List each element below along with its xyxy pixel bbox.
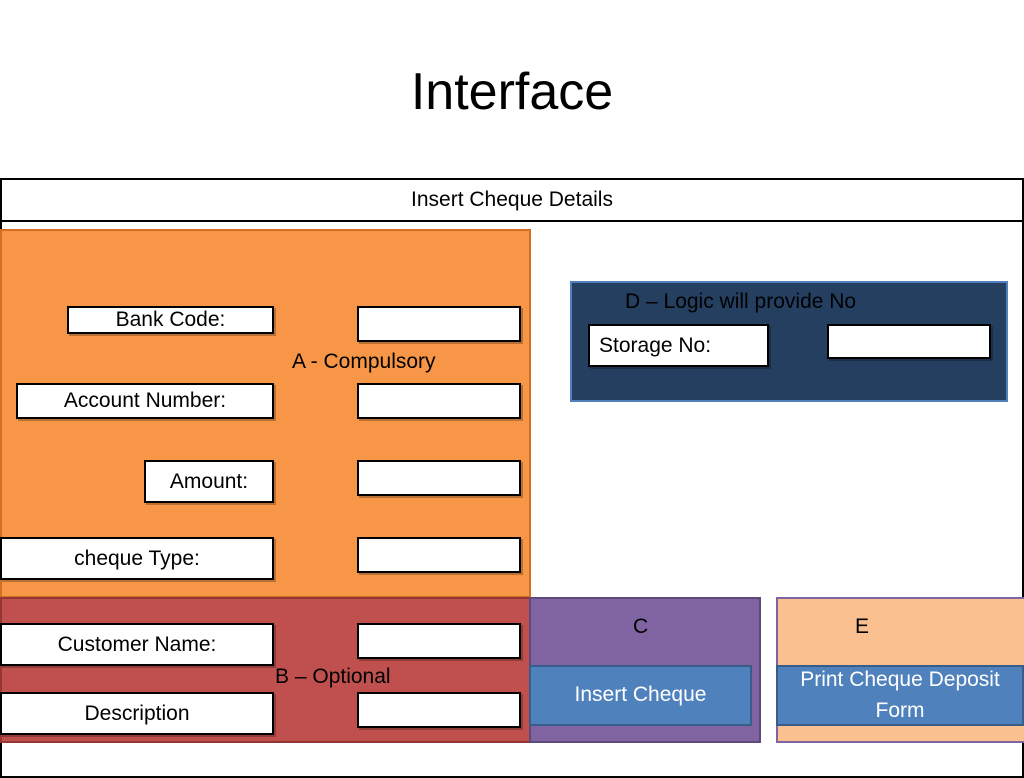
- insert-cheque-button[interactable]: Insert Cheque: [529, 665, 752, 726]
- compulsory-section-label: A - Compulsory: [292, 350, 436, 373]
- form-header: Insert Cheque Details: [0, 178, 1024, 222]
- logic-section-label: D – Logic will provide No: [625, 290, 857, 313]
- description-label: Description: [0, 692, 274, 735]
- cheque-type-input[interactable]: [357, 537, 521, 573]
- bank-code-input[interactable]: [357, 306, 521, 342]
- bank-code-label: Bank Code:: [67, 306, 274, 334]
- print-cheque-deposit-form-button[interactable]: Print Cheque Deposit Form: [776, 665, 1024, 726]
- amount-input[interactable]: [357, 460, 521, 496]
- account-number-label: Account Number:: [16, 383, 274, 419]
- print-section-label: E: [855, 615, 870, 638]
- account-number-input[interactable]: [357, 383, 521, 419]
- cheque-type-label: cheque Type:: [0, 537, 274, 580]
- insert-section-label: C: [633, 615, 649, 638]
- storage-no-field: [827, 324, 991, 359]
- amount-label: Amount:: [144, 460, 274, 503]
- description-input[interactable]: [357, 692, 521, 728]
- optional-section-label: B – Optional: [275, 665, 391, 688]
- customer-name-label: Customer Name:: [0, 623, 274, 666]
- storage-no-label: Storage No:: [588, 324, 769, 367]
- slide-title: Interface: [410, 63, 614, 121]
- customer-name-input[interactable]: [357, 623, 521, 659]
